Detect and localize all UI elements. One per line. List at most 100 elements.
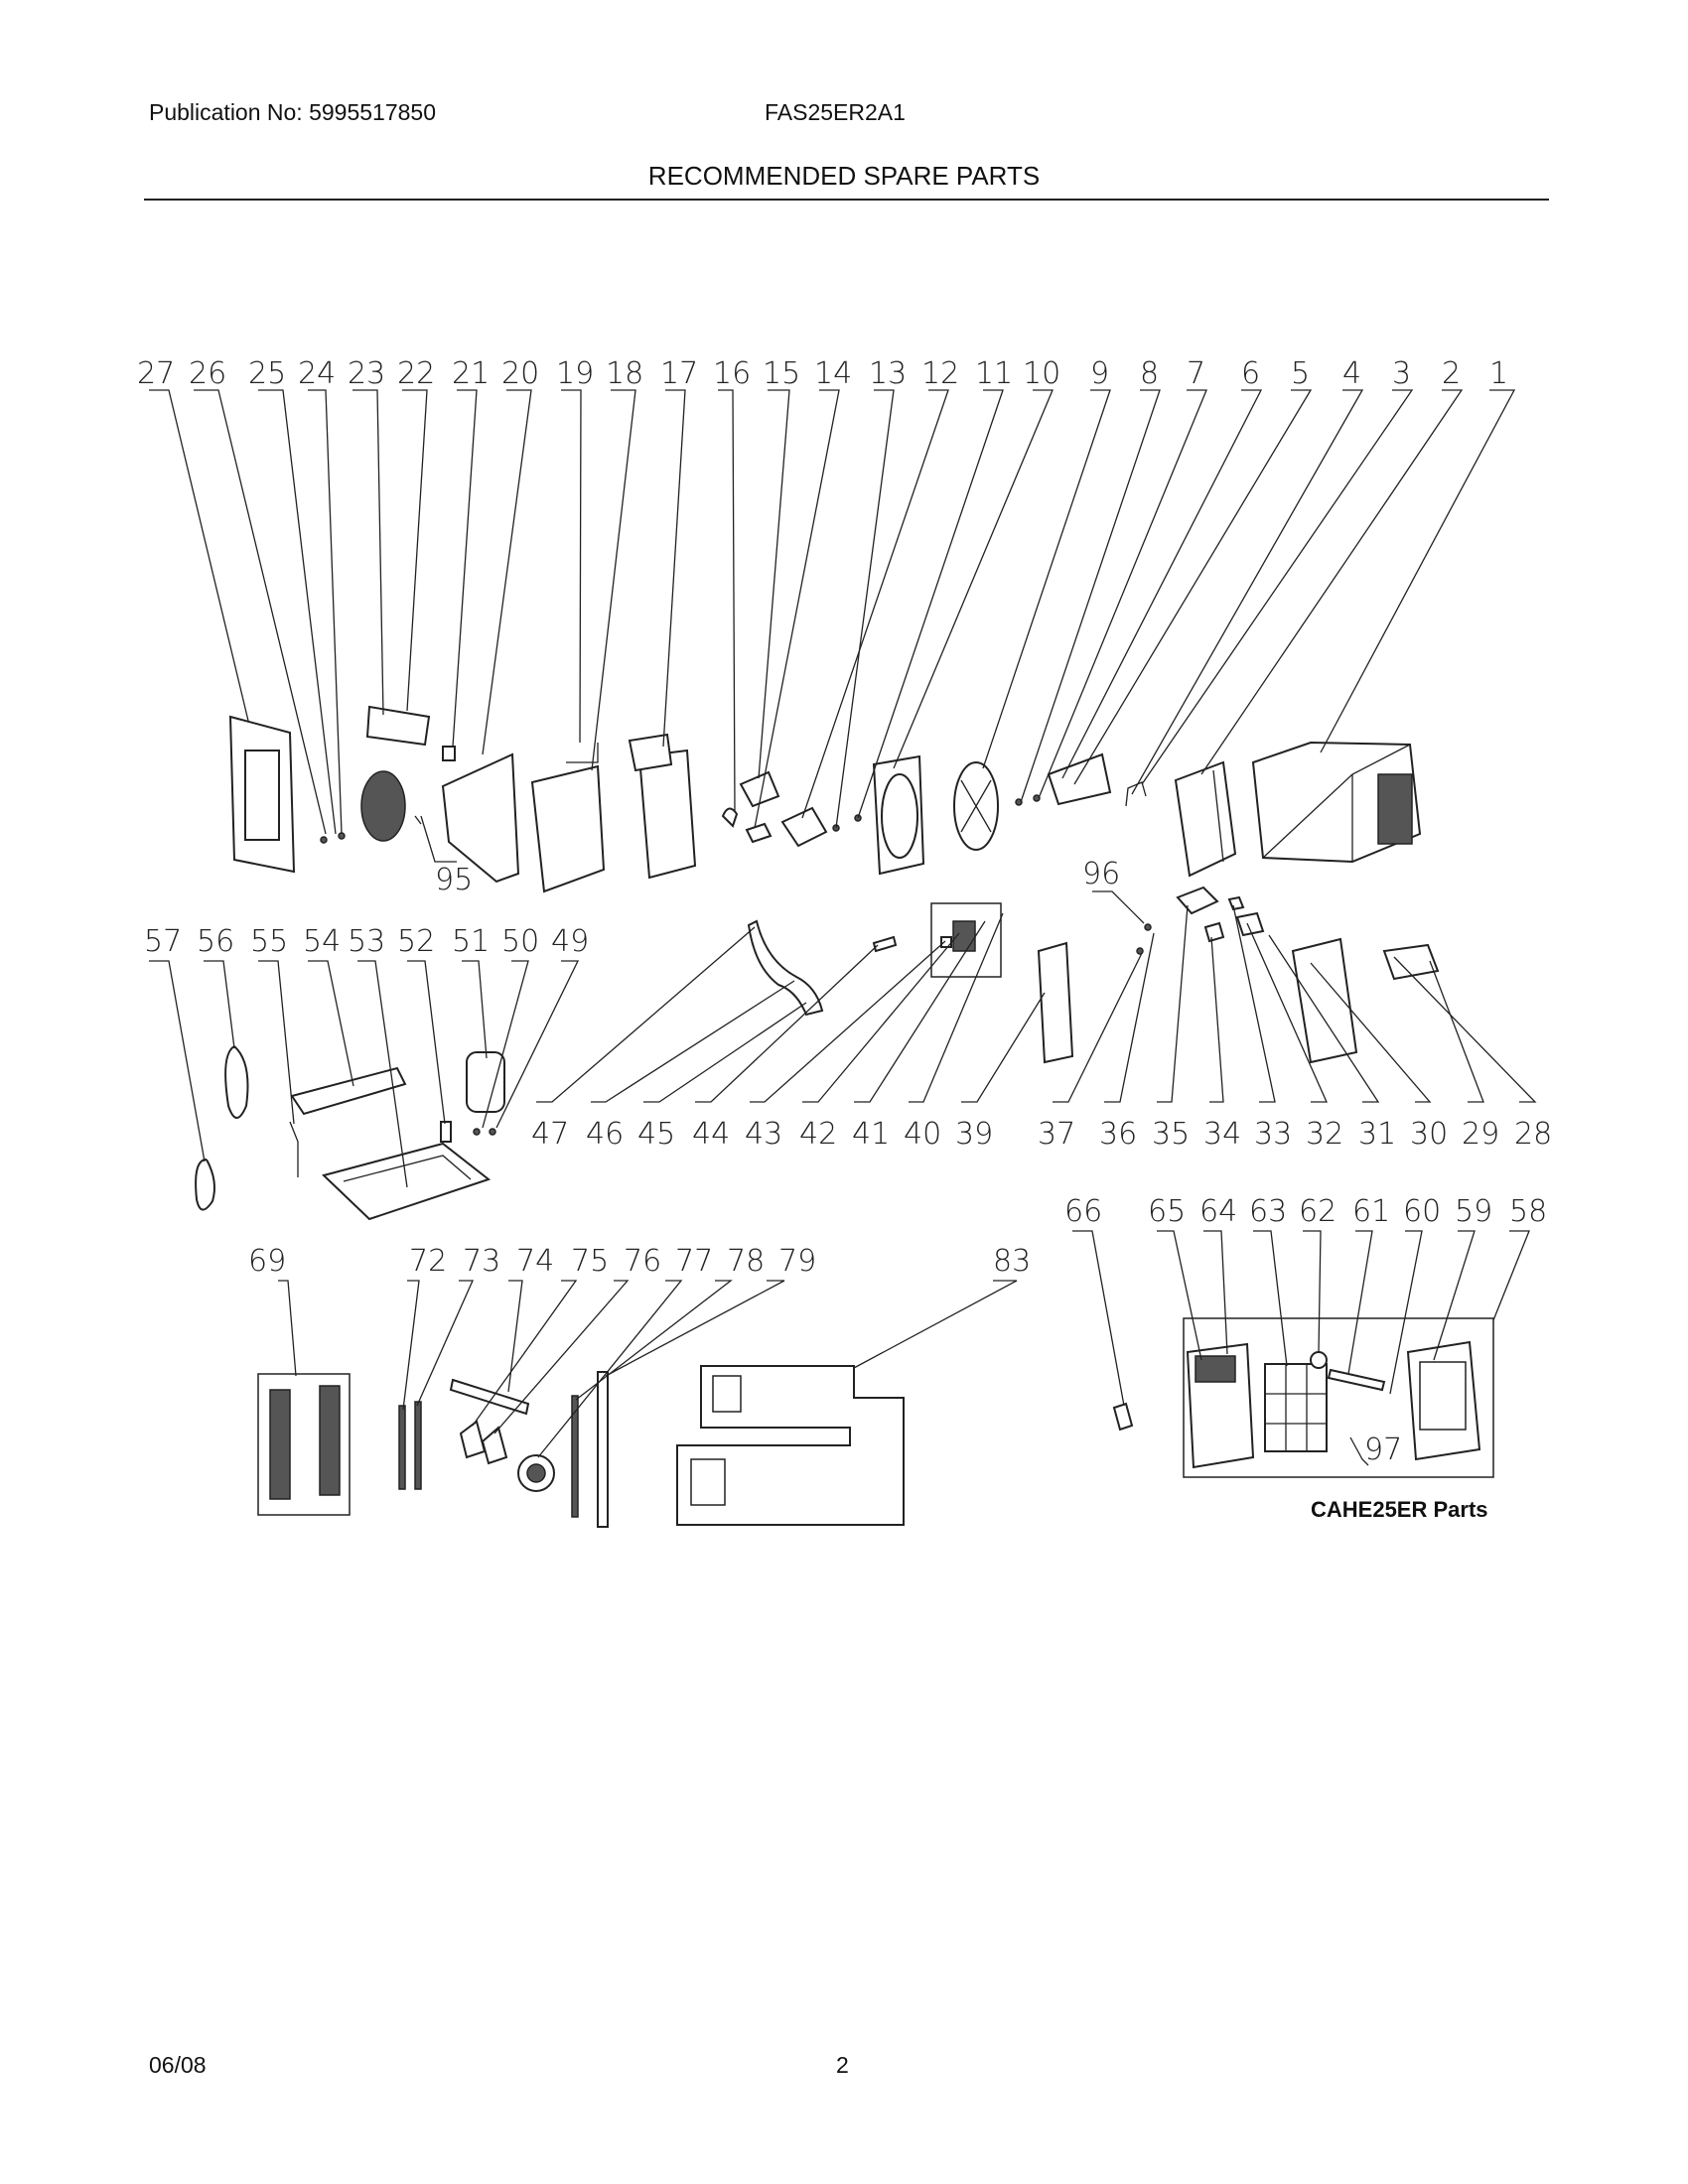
- part-1-louvres: [1377, 773, 1413, 845]
- part-33-knob: [1227, 895, 1245, 911]
- part-63-filter-grid: [1265, 1364, 1327, 1451]
- callout-31: 31: [1358, 1117, 1396, 1152]
- callout-28: 28: [1514, 1117, 1552, 1152]
- part-23-blower-wheel: [360, 770, 406, 842]
- callout-40: 40: [904, 1117, 941, 1152]
- callout-79: 79: [778, 1244, 816, 1279]
- part-49-compressor: [466, 1051, 505, 1113]
- callout-53: 53: [348, 924, 385, 959]
- callout-58: 58: [1509, 1194, 1547, 1229]
- callout-2: 2: [1442, 356, 1461, 391]
- part-36-screw: [1144, 923, 1152, 931]
- callout-55: 55: [250, 924, 288, 959]
- part-77-gasket-core: [526, 1463, 546, 1483]
- callout-56: 56: [197, 924, 234, 959]
- part-2-fins: [1212, 769, 1224, 863]
- callout-73: 73: [463, 1244, 500, 1279]
- callout-97: 97: [1364, 1433, 1402, 1467]
- callout-72: 72: [409, 1244, 447, 1279]
- part-32-plate: [1235, 911, 1265, 937]
- callout-43: 43: [745, 1117, 782, 1152]
- callout-34: 34: [1203, 1117, 1241, 1152]
- callout-75: 75: [571, 1244, 609, 1279]
- callout-20: 20: [501, 356, 539, 391]
- callout-10: 10: [1023, 356, 1060, 391]
- part-79-strip: [597, 1371, 609, 1528]
- callout-5: 5: [1291, 356, 1310, 391]
- part-17-frame: [628, 733, 673, 772]
- callout-17: 17: [660, 356, 698, 391]
- callout-46: 46: [586, 1117, 624, 1152]
- part-76-bracket: [481, 1426, 508, 1465]
- callout-78: 78: [727, 1244, 765, 1279]
- part-20-scroll: [441, 752, 520, 884]
- callout-11: 11: [975, 356, 1013, 391]
- part-1-cabinet-edges: [1262, 744, 1411, 862]
- callout-74: 74: [516, 1244, 554, 1279]
- publication-number: Publication No: 5995517850: [149, 99, 437, 125]
- callout-15: 15: [763, 356, 800, 391]
- callout-29: 29: [1462, 1117, 1499, 1152]
- callout-13: 13: [869, 356, 907, 391]
- callout-39: 39: [955, 1117, 993, 1152]
- part-63-filter: [1264, 1363, 1328, 1452]
- page-number: 2: [836, 2052, 849, 2078]
- callout-63: 63: [1249, 1194, 1287, 1229]
- callout-6: 6: [1241, 356, 1260, 391]
- callout-37: 37: [1038, 1117, 1075, 1152]
- leader-lines: [149, 389, 1537, 1466]
- part-55-pipe: [289, 1121, 299, 1177]
- part-83-manual-icon: [690, 1458, 726, 1506]
- kit-box: [1183, 1317, 1494, 1478]
- callout-27: 27: [137, 356, 175, 391]
- part-57-tube: [195, 1159, 215, 1211]
- part-25-screw: [320, 836, 328, 844]
- part-83-sheet-icon: [712, 1375, 742, 1413]
- callout-33: 33: [1254, 1117, 1292, 1152]
- part-41-control-box: [930, 902, 1002, 978]
- part-59-frame-inner: [1419, 1361, 1467, 1431]
- callout-59: 59: [1455, 1194, 1492, 1229]
- part-8-nut: [1015, 798, 1023, 806]
- callout-62: 62: [1299, 1194, 1336, 1229]
- callout-23: 23: [348, 356, 385, 391]
- part-45-thermistor: [872, 935, 898, 953]
- callout-22: 22: [397, 356, 435, 391]
- callout-14: 14: [814, 356, 852, 391]
- callout-7: 7: [1187, 356, 1205, 391]
- part-43-relay: [940, 936, 952, 948]
- part-74-rail: [449, 1378, 530, 1416]
- callout-69: 69: [248, 1244, 286, 1279]
- part-83-literature: [676, 1365, 905, 1526]
- callout-19: 19: [556, 356, 594, 391]
- callout-66: 66: [1064, 1194, 1102, 1229]
- callout-30: 30: [1410, 1117, 1448, 1152]
- part-30-evap-coil: [1291, 937, 1358, 1064]
- part-27-opening: [244, 750, 280, 841]
- part-73-strip: [414, 1401, 422, 1490]
- callout-26: 26: [189, 356, 226, 391]
- part-53-pan-lip: [343, 1155, 472, 1182]
- part-28-filter-frame: [1382, 943, 1440, 981]
- part-69-grille-left: [269, 1389, 291, 1500]
- part-66-remote: [1112, 1402, 1134, 1432]
- callout-65: 65: [1148, 1194, 1186, 1229]
- callout-44: 44: [692, 1117, 730, 1152]
- part-50-grommet: [473, 1128, 481, 1136]
- callout-21: 21: [452, 356, 490, 391]
- part-58-front-frame: [1406, 1340, 1481, 1461]
- callout-95: 95: [435, 863, 473, 897]
- part-75-bracket: [459, 1420, 487, 1459]
- callout-45: 45: [637, 1117, 675, 1152]
- part-61-bar: [1327, 1368, 1386, 1392]
- model-number: FAS25ER2A1: [765, 99, 906, 125]
- part-40-panel: [1037, 941, 1074, 1064]
- part-21-knob: [442, 746, 456, 761]
- callout-52: 52: [397, 924, 435, 959]
- part-19-bracket: [566, 743, 599, 763]
- part-37-screw: [1136, 947, 1144, 955]
- part-34-switch: [1203, 921, 1225, 943]
- callout-4: 4: [1342, 356, 1361, 391]
- part-6-bracket: [1047, 752, 1112, 806]
- part-17-partition: [637, 749, 697, 880]
